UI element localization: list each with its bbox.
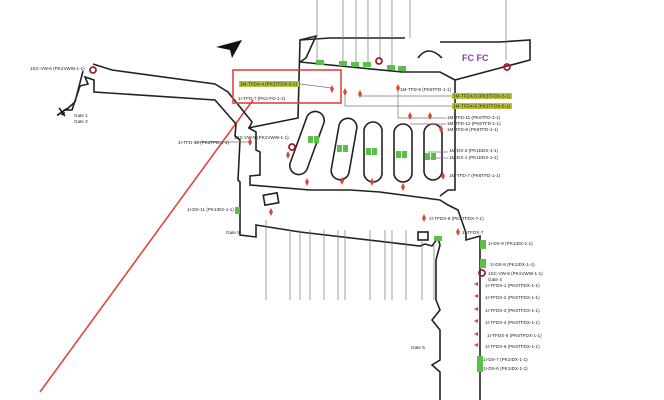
gate-label: Gate 1 bbox=[74, 113, 88, 118]
device-label[interactable]: 1M-TFD-11 (PK6TFD-1-1) bbox=[447, 115, 501, 120]
device-label[interactable]: 1I-TFDX-3 (PK6TFDX-1-1) bbox=[485, 308, 540, 313]
device-label[interactable]: 1I-TFDX-1 (PK6TFDX-1-1) bbox=[485, 283, 540, 288]
device-label[interactable]: 1SC-VW-5 (PK1VWW-1-1) bbox=[234, 135, 289, 140]
device-label[interactable]: 1I-TFDX-4 (PK6TFDX-1-1) bbox=[485, 320, 540, 325]
device-label[interactable]: 1M-TFD-12 (PK6TFD-1-1) bbox=[447, 121, 501, 126]
device-label[interactable]: 1I-TFDX-7 bbox=[462, 230, 484, 235]
device-label[interactable]: 1I-DX-9 (PK1IDX-1-1) bbox=[488, 241, 533, 246]
device-label[interactable]: 1I-TFDX-5 (PK6TFDX-1-1) bbox=[487, 333, 542, 338]
device-label[interactable]: 1I-DX-7 (PK1IDX-1-1) bbox=[483, 357, 528, 362]
fc-label: FC FC bbox=[462, 53, 489, 63]
leader-lines bbox=[194, 0, 507, 300]
device-label[interactable]: 1I-TFD-? (PK2-FD-1-1) bbox=[238, 96, 286, 101]
gate-label: Gate 5 bbox=[226, 230, 240, 235]
device-label[interactable]: 1I-TFDX-6 (PK6TFDX-1-1) bbox=[485, 344, 540, 349]
device-label[interactable]: 1I-DX-11 (PK1IDX-1-1) bbox=[187, 207, 234, 212]
device-label[interactable]: 1I-TFDX-8 (PK3TFDX-7-1) bbox=[429, 216, 484, 221]
device-label[interactable]: 1M-DX-2 (PK1EDX-1-1) bbox=[449, 148, 498, 153]
device-label[interactable]: 1M-TFD-8 (PK6TFD-1-1) bbox=[447, 127, 499, 132]
device-label[interactable]: 1SC-VW-6 (PK1VWW-1-1) bbox=[30, 66, 85, 71]
gate-label: Gate 2 bbox=[74, 119, 88, 124]
lower-right-labels: 1I-TFDX-8 (PK3TFDX-7-1) 1I-TFDX-7 1I-DX-… bbox=[429, 216, 543, 371]
device-label[interactable]: 1M-TFDX-5 (PK3TFDX-5-1) bbox=[453, 94, 511, 99]
right-labels: 1M-TFD-9 (PK5TFD-1-1) 1M-TFDX-5 (PK3TFDX… bbox=[400, 87, 512, 178]
red-devices bbox=[248, 84, 478, 347]
selection-leader-line bbox=[39, 99, 254, 393]
device-label[interactable]: 1I-TFD-12 (PK2TFD-1-1) bbox=[178, 140, 230, 145]
device-label[interactable]: 1M-TFD-9 (PK5TFD-1-1) bbox=[400, 87, 452, 92]
device-label[interactable]: 1M-TFD-7 (PK6TFD-1-1) bbox=[449, 173, 501, 178]
selected-device-label[interactable]: 1M-TFDX-4 (PK3TFDX-5-1) bbox=[240, 82, 298, 87]
device-label[interactable]: 1SC-VW-8 (PK1VWW-1-1) bbox=[488, 271, 543, 276]
gate-label: Gate 6 bbox=[411, 345, 425, 350]
left-labels: 1SC-VW-6 (PK1VWW-1-1) 1I-TFD-? (PK2-FD-1… bbox=[30, 66, 289, 212]
green-devices bbox=[235, 60, 486, 372]
device-label[interactable]: 1I-DX-8 (PK1IDX-1-1) bbox=[490, 262, 535, 267]
gate-label: Gate 4 bbox=[488, 277, 502, 282]
camera-markers bbox=[89, 57, 511, 277]
device-label[interactable]: 1I-TFDX-2 (PK6TFDX-1-1) bbox=[485, 295, 540, 300]
selected-device-box[interactable] bbox=[232, 69, 342, 104]
device-label[interactable]: 1I-DX-6 (PK1IDX-1-1) bbox=[483, 366, 528, 371]
compass-arrow-icon[interactable] bbox=[216, 40, 242, 58]
device-label[interactable]: 1M-DX-1 (PK1EDX-1-1) bbox=[449, 155, 498, 160]
device-label[interactable]: 1M-TFDX-6 (PK3TFDX-5-1) bbox=[453, 104, 511, 109]
airplane-icon bbox=[56, 107, 68, 117]
